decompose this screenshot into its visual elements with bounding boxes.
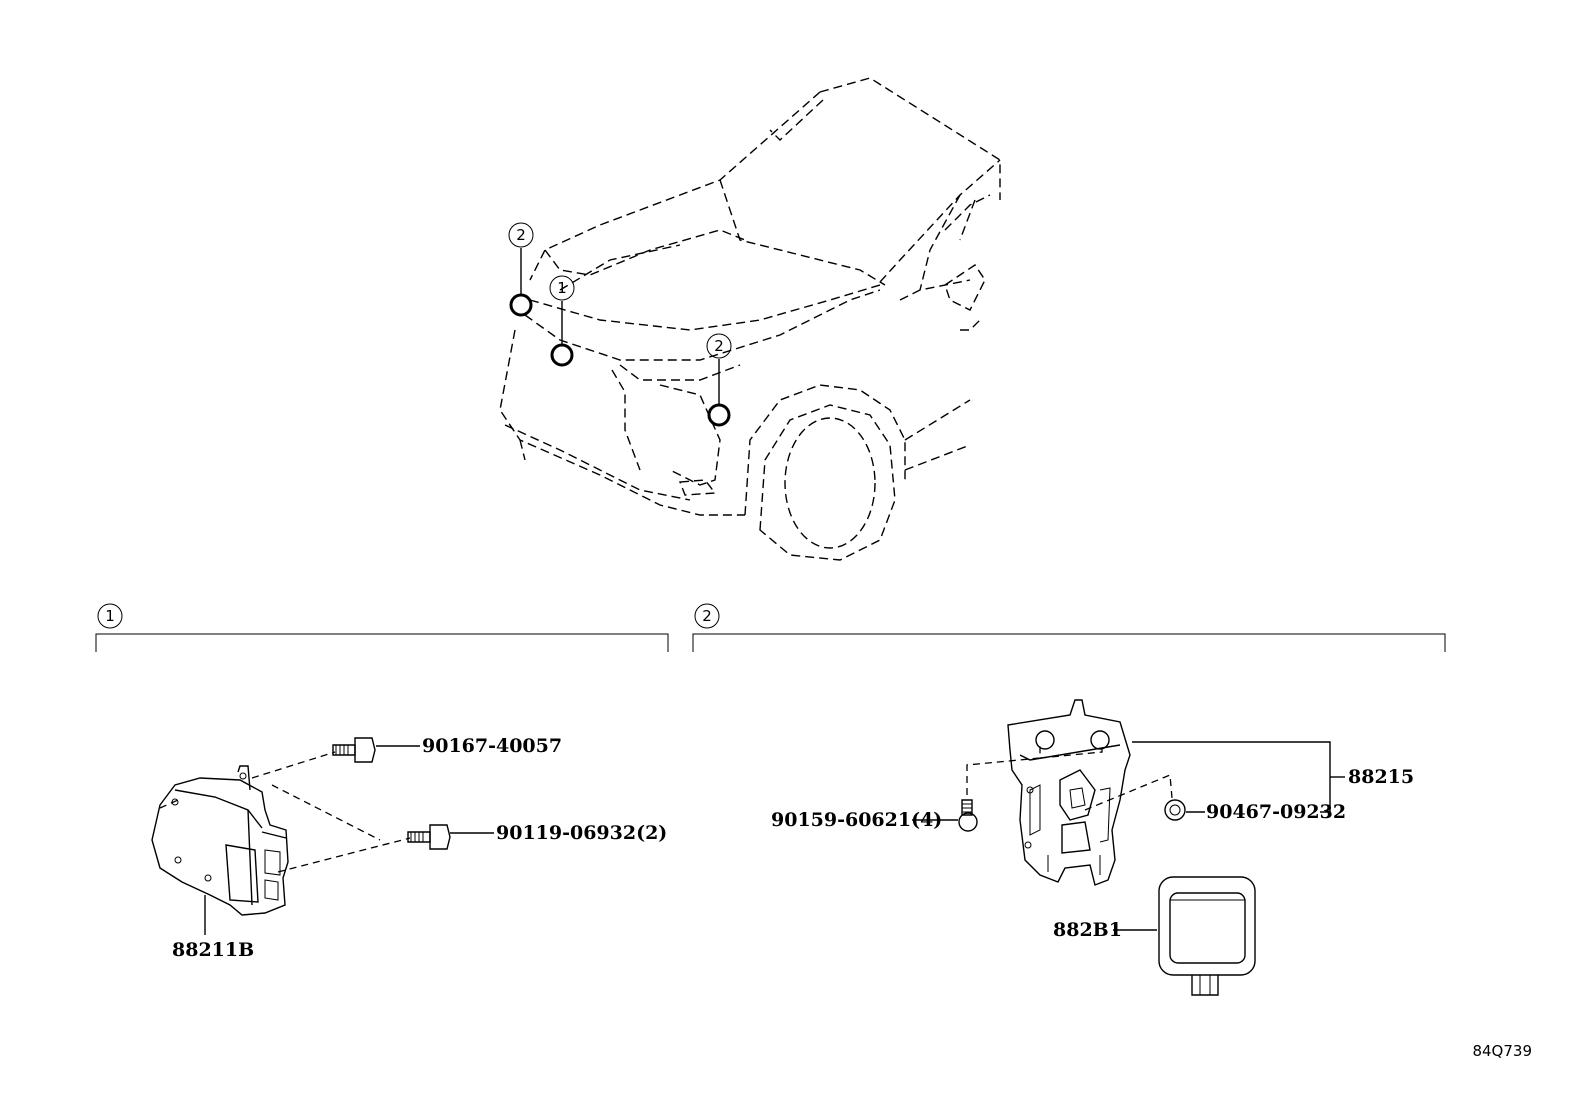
part-label-90467-09232: 90467-09232 xyxy=(1206,801,1346,823)
callout-center-number: 1 xyxy=(557,279,567,297)
section-2-number: 2 xyxy=(702,607,712,625)
marker-right-radar xyxy=(707,403,731,427)
diagram-reference-code: 84Q739 xyxy=(1472,1042,1532,1060)
section-1: 1 xyxy=(95,603,669,961)
bolt-90119-06932-drawing xyxy=(407,824,451,850)
part-label-88211b: 88211B xyxy=(172,939,254,961)
nut-90467-09232-drawing xyxy=(1164,799,1186,821)
sensor-882b1-drawing xyxy=(1158,876,1256,996)
vehicle-front-illustration xyxy=(499,77,1001,561)
sensor-location-markers: 2 1 2 xyxy=(508,222,732,427)
marker-left-radar xyxy=(509,293,533,317)
sensor-88211b-drawing xyxy=(151,765,289,916)
section-1-number: 1 xyxy=(105,607,115,625)
marker-center-radar xyxy=(550,343,574,367)
part-label-90167-40057: 90167-40057 xyxy=(422,735,562,757)
screw-90159-60621-drawing xyxy=(958,799,978,832)
callout-right-number: 2 xyxy=(714,337,724,355)
bolt-90167-40057-drawing xyxy=(332,737,376,763)
part-label-88215: 88215 xyxy=(1348,766,1414,788)
section-2: 2 xyxy=(692,603,1446,996)
part-label-90119-06932: 90119-06932(2) xyxy=(496,822,667,844)
bracket-88215-drawing xyxy=(1007,699,1131,886)
part-label-882b1: 882B1 xyxy=(1053,919,1122,941)
callout-left-number: 2 xyxy=(516,226,526,244)
part-label-90159-60621: 90159-60621(4) xyxy=(771,809,942,831)
